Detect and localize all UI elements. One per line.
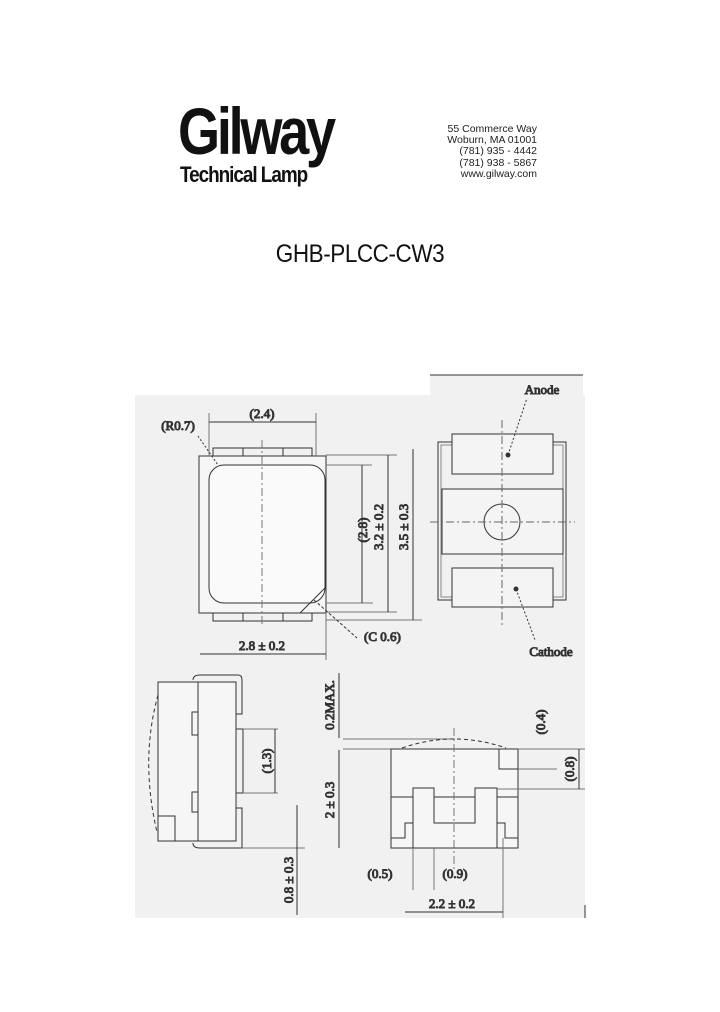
dim-lead: 0.8 ± 0.3: [281, 857, 296, 903]
dim-pad-gap: (0.5): [368, 866, 393, 881]
part-number-title: GHB-PLCC-CW3: [275, 240, 445, 268]
dim-front-width: 2.2 ± 0.2: [429, 896, 475, 911]
fax-line: (781) 938 - 5867: [459, 156, 537, 169]
dim-side-height: 2 ± 0.3: [322, 782, 337, 818]
address-line: 55 Commerce Way: [447, 123, 537, 135]
anode-label: Anode: [525, 382, 560, 397]
dim-corner-width: (0.4): [533, 710, 548, 735]
company-address: 55 Commerce Way Woburn, MA 01001 (781) 9…: [447, 123, 537, 180]
bottom-view: Anode Cathode: [430, 374, 583, 660]
dim-chamfer: (C 0.6): [364, 629, 401, 644]
address-line: Woburn, MA 01001: [447, 134, 537, 147]
dim-corner-height: (0.8): [562, 757, 577, 782]
dim-width-top: (2.4): [250, 406, 275, 421]
logo-tagline: Technical Lamp: [180, 162, 308, 187]
front-view: (0.4) (0.8) (0.5) (0.9) 2.2 ± 0.2: [343, 709, 586, 918]
dim-inner-height: (2.8): [355, 518, 370, 543]
dim-dome: 0.2MAX.: [322, 680, 337, 730]
dim-overall-height: 3.5 ± 0.3: [396, 504, 411, 550]
logo-name: Gilway: [178, 94, 336, 168]
cathode-label: Cathode: [529, 644, 573, 659]
dim-pad-width: (0.9): [443, 866, 468, 881]
dim-pad: (1.3): [259, 749, 274, 774]
side-view: (1.3) 0.8 ± 0.3 0.2MAX. 2 ± 0.3: [148, 673, 340, 915]
phone-line: (781) 935 - 4442: [459, 145, 537, 158]
dim-width: 2.8 ± 0.2: [239, 638, 285, 653]
website-line: www.gilway.com: [460, 167, 537, 180]
top-view: (2.4) (R0.7) (2.8) 3.2 ± 0.2 3.5 ± 0.3 2…: [161, 406, 422, 660]
dim-height: 3.2 ± 0.2: [371, 504, 386, 550]
dim-radius: (R0.7): [161, 418, 195, 433]
